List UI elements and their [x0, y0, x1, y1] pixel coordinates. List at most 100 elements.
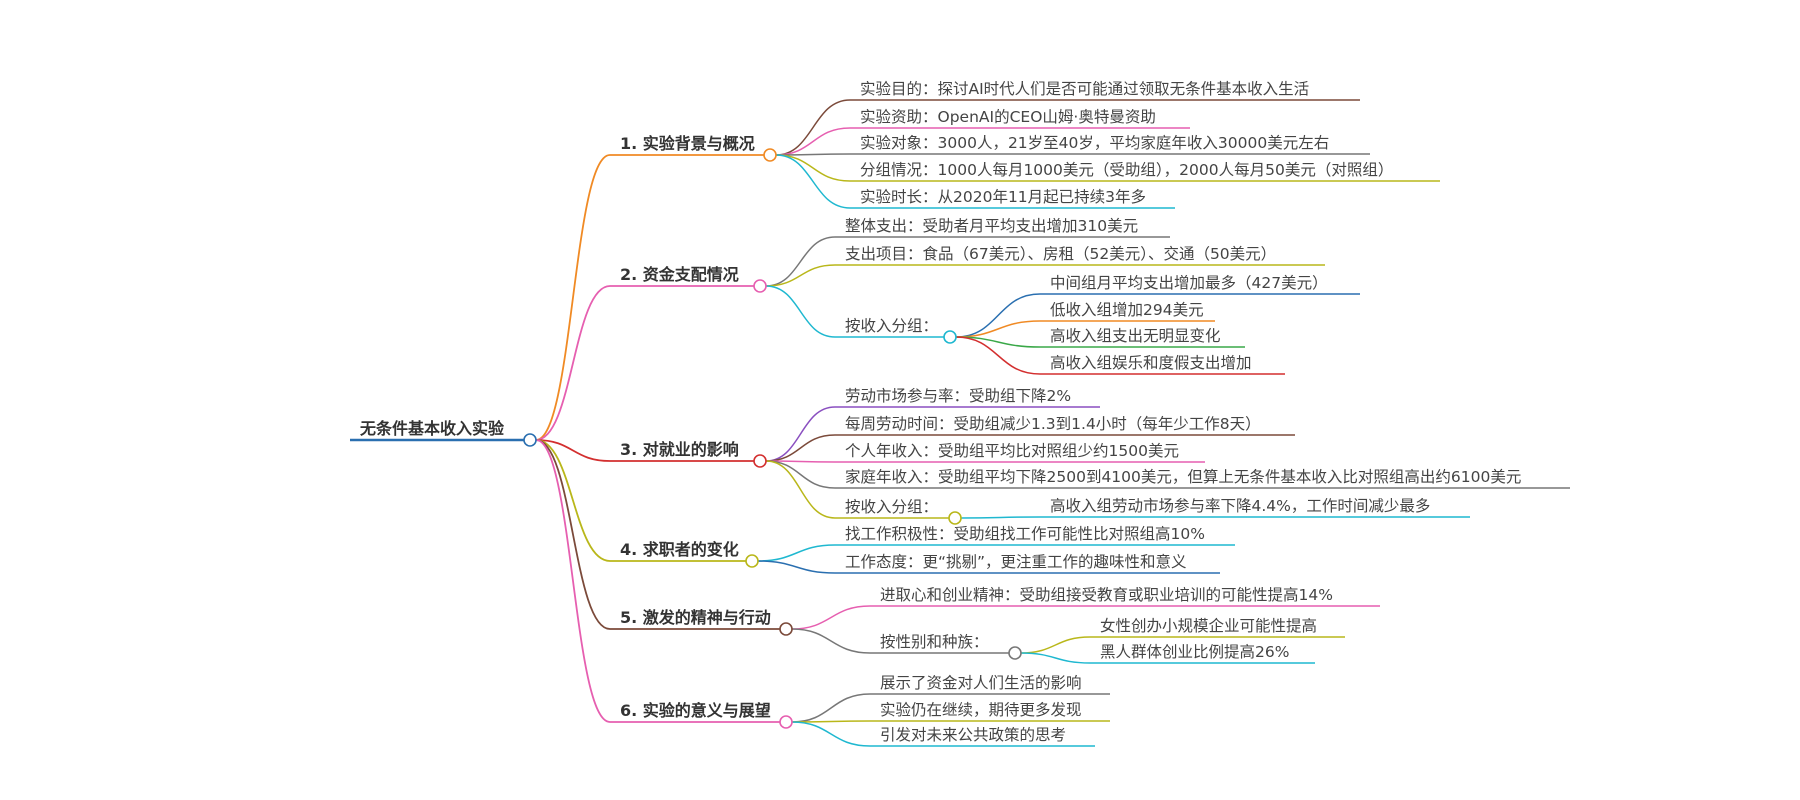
branch-3-item-5[interactable]: 按收入分组： [835, 498, 955, 519]
branch-5-item-2-sub-1-label: 女性创办小规模企业可能性提高 [1100, 616, 1317, 635]
branch-3-item-2-label: 每周劳动时间：受助组减少1.3到1.4小时（每年少工作8天） [845, 415, 1261, 433]
edge-root-branch-4 [535, 439, 611, 562]
branch-2-item-3[interactable]: 按收入分组： [835, 317, 950, 338]
edge-root-branch-2 [535, 285, 611, 441]
branch-6-collapse-toggle[interactable] [779, 715, 793, 729]
branch-1-collapse-toggle[interactable] [763, 148, 777, 162]
edge-root-branch-5 [535, 439, 611, 630]
branch-5-item-1-label: 进取心和创业精神：受助组接受教育或职业培训的可能性提高14% [880, 586, 1333, 604]
branch-2-item-1[interactable]: 整体支出：受助者月平均支出增加310美元 [835, 217, 1170, 238]
edge-root-branch-1 [535, 154, 611, 441]
branch-2-label: 2. 资金支配情况 [620, 265, 739, 284]
branch-2-item-3-sub-2[interactable]: 低收入组增加294美元 [1040, 301, 1215, 322]
branch-2-item-3-sub-1-label: 中间组月平均支出增加最多（427美元） [1050, 274, 1328, 292]
edge-branch-1-child-1 [775, 99, 851, 156]
branch-5-collapse-toggle[interactable] [779, 622, 793, 636]
branch-6-item-2[interactable]: 实验仍在继续，期待更多发现 [870, 701, 1110, 722]
root-collapse-toggle[interactable] [523, 433, 537, 447]
branch-2-item-1-label: 整体支出：受助者月平均支出增加310美元 [845, 217, 1138, 235]
branch-3-item-4-label: 家庭年收入：受助组平均下降2500到4100美元，但算上无条件基本收入比对照组高… [845, 467, 1521, 486]
edge-branch-2-child-1 [765, 236, 836, 287]
branch-5-item-1[interactable]: 进取心和创业精神：受助组接受教育或职业培训的可能性提高14% [870, 586, 1380, 607]
edge-branch-1-child-5 [775, 154, 851, 209]
edge-branch-2-item-3-sub-2 [955, 320, 1041, 338]
root-node[interactable]: 无条件基本收入实验 [350, 419, 530, 442]
branch-1-item-3-label: 实验对象：3000人，21岁至40岁，平均家庭年收入30000美元左右 [860, 134, 1329, 152]
edge-root-branch-6 [535, 439, 611, 723]
branch-2[interactable]: 2. 资金支配情况 [610, 265, 760, 287]
branch-6[interactable]: 6. 实验的意义与展望 [610, 701, 786, 723]
branch-6-item-1[interactable]: 展示了资金对人们生活的影响 [870, 674, 1110, 695]
edge-branch-1-child-4 [775, 154, 851, 182]
branch-1-item-4-label: 分组情况：1000人每月1000美元（受助组），2000人每月50美元（对照组） [860, 161, 1393, 179]
branch-3-item-5-sub-1-label: 高收入组劳动市场参与率下降4.4%，工作时间减少最多 [1050, 497, 1430, 515]
edge-branch-2-child-3 [765, 285, 836, 338]
branch-5-item-2-sub-2[interactable]: 黑人群体创业比例提高26% [1090, 643, 1315, 664]
branch-3-item-5-sub-1[interactable]: 高收入组劳动市场参与率下降4.4%，工作时间减少最多 [1040, 497, 1470, 518]
edge-branch-6-child-3 [791, 721, 871, 747]
branch-2-collapse-toggle[interactable] [753, 279, 767, 293]
branch-3-collapse-toggle[interactable] [753, 454, 767, 468]
branch-6-item-1-label: 展示了资金对人们生活的影响 [880, 674, 1082, 692]
branch-3-item-3-label: 个人年收入：受助组平均比对照组少约1500美元 [845, 442, 1179, 460]
branch-2-item-3-sub-2-label: 低收入组增加294美元 [1050, 301, 1204, 319]
edge-branch-4-child-1 [757, 544, 836, 562]
branch-4-item-1[interactable]: 找工作积极性：受助组找工作可能性比对照组高10% [835, 525, 1235, 546]
branch-6-item-3[interactable]: 引发对未来公共政策的思考 [870, 726, 1095, 747]
edge-root-branch-3 [535, 439, 611, 462]
branch-6-item-3-label: 引发对未来公共政策的思考 [880, 726, 1066, 744]
branch-4-label: 4. 求职者的变化 [620, 540, 739, 559]
edge-branch-3-child-1 [765, 406, 836, 462]
branch-2-item-3-sub-3-label: 高收入组支出无明显变化 [1050, 327, 1221, 345]
branch-4-item-2[interactable]: 工作态度：更“挑剔”，更注重工作的趣味性和意义 [835, 552, 1220, 574]
branch-1-item-2-label: 实验资助：OpenAI的CEO山姆·奥特曼资助 [860, 108, 1156, 126]
branch-2-item-3-collapse-toggle[interactable] [943, 330, 957, 344]
branch-1-item-2[interactable]: 实验资助：OpenAI的CEO山姆·奥特曼资助 [850, 108, 1190, 129]
branch-3-item-1[interactable]: 劳动市场参与率：受助组下降2% [835, 387, 1100, 408]
edge-branch-5-item-2-sub-1 [1020, 636, 1091, 654]
branch-3[interactable]: 3. 对就业的影响 [610, 440, 760, 462]
branch-3-item-5-collapse-toggle[interactable] [948, 511, 962, 525]
branch-2-item-3-label: 按收入分组： [845, 317, 938, 335]
branch-3-item-2[interactable]: 每周劳动时间：受助组减少1.3到1.4小时（每年少工作8天） [835, 415, 1295, 436]
edge-branch-2-child-2 [765, 264, 836, 287]
branch-1-item-3[interactable]: 实验对象：3000人，21岁至40岁，平均家庭年收入30000美元左右 [850, 134, 1370, 155]
branch-2-item-3-sub-1[interactable]: 中间组月平均支出增加最多（427美元） [1040, 274, 1360, 295]
branch-1-item-1-label: 实验目的：探讨AI时代人们是否可能通过领取无条件基本收入生活 [860, 80, 1309, 98]
branch-2-item-3-sub-4-label: 高收入组娱乐和度假支出增加 [1050, 354, 1252, 372]
branch-2-item-2-label: 支出项目：食品（67美元）、房租（52美元）、交通（50美元） [845, 245, 1276, 263]
edge-branch-3-child-2 [765, 434, 836, 462]
root-node-label: 无条件基本收入实验 [359, 419, 505, 438]
edge-branch-1-child-2 [775, 127, 851, 156]
branch-1[interactable]: 1. 实验背景与概况 [610, 134, 770, 156]
branch-4[interactable]: 4. 求职者的变化 [610, 540, 752, 562]
branch-5-item-2-collapse-toggle[interactable] [1008, 646, 1022, 660]
branch-3-item-3[interactable]: 个人年收入：受助组平均比对照组少约1500美元 [835, 442, 1205, 463]
branch-5-item-2-sub-1[interactable]: 女性创办小规模企业可能性提高 [1090, 616, 1345, 638]
branch-2-item-2[interactable]: 支出项目：食品（67美元）、房租（52美元）、交通（50美元） [835, 245, 1325, 266]
branch-4-collapse-toggle[interactable] [745, 554, 759, 568]
branch-3-item-5-label: 按收入分组： [845, 498, 938, 516]
branch-3-item-1-label: 劳动市场参与率：受助组下降2% [845, 387, 1071, 405]
branch-5-label: 5. 激发的精神与行动 [620, 608, 771, 627]
branch-2-item-3-sub-4[interactable]: 高收入组娱乐和度假支出增加 [1040, 354, 1285, 375]
branch-5-item-2[interactable]: 按性别和种族： [870, 633, 1015, 654]
branch-1-item-5-label: 实验时长：从2020年11月起已持续3年多 [860, 188, 1146, 206]
branch-6-label: 6. 实验的意义与展望 [620, 701, 771, 720]
edge-branch-2-item-3-sub-1 [955, 293, 1041, 338]
branch-1-item-5[interactable]: 实验时长：从2020年11月起已持续3年多 [850, 188, 1175, 209]
edge-branch-3-child-4 [765, 460, 836, 489]
branch-5[interactable]: 5. 激发的精神与行动 [610, 608, 786, 630]
edge-branch-5-child-2 [791, 628, 871, 654]
edge-branch-6-child-1 [791, 693, 871, 723]
branch-1-item-1[interactable]: 实验目的：探讨AI时代人们是否可能通过领取无条件基本收入生活 [850, 80, 1360, 101]
branch-5-item-2-sub-2-label: 黑人群体创业比例提高26% [1100, 643, 1289, 661]
branch-3-item-4[interactable]: 家庭年收入：受助组平均下降2500到4100美元，但算上无条件基本收入比对照组高… [835, 467, 1570, 489]
edge-branch-3-item-5-sub-1 [960, 516, 1041, 519]
branch-1-item-4[interactable]: 分组情况：1000人每月1000美元（受助组），2000人每月50美元（对照组） [850, 161, 1440, 182]
branch-6-item-2-label: 实验仍在继续，期待更多发现 [880, 701, 1082, 719]
branch-5-item-2-label: 按性别和种族： [880, 633, 989, 651]
edge-branch-2-item-3-sub-3 [955, 336, 1041, 348]
branch-2-item-3-sub-3[interactable]: 高收入组支出无明显变化 [1040, 327, 1245, 348]
